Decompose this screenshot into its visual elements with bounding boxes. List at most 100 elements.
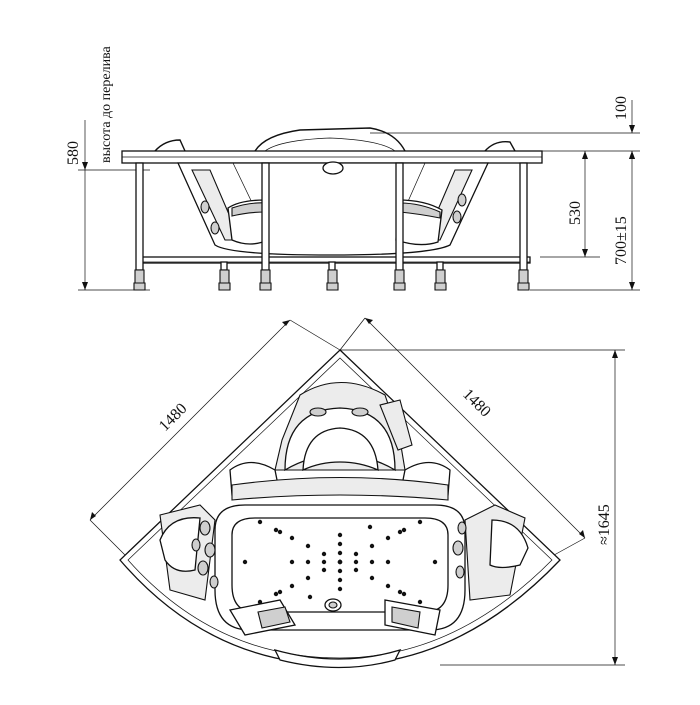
- air-jet-dot: [289, 559, 295, 565]
- control-panel: [379, 399, 413, 451]
- dim-line-side-left: [89, 319, 291, 521]
- frame-leg: [436, 261, 444, 271]
- hydro-jet: [197, 560, 209, 576]
- air-jet-dot: [242, 559, 248, 565]
- side-jet: [452, 210, 462, 224]
- air-jet-dot: [321, 551, 327, 557]
- air-jet-dot: [385, 535, 391, 541]
- ext-line-apex-right: [339, 317, 366, 351]
- label-diagonal: ≈1645: [596, 504, 613, 545]
- side-view: 580 высота до перелива 100 530 700±15: [65, 46, 640, 291]
- air-jet-dot: [337, 586, 343, 592]
- hydro-jet: [191, 538, 201, 552]
- drain-center: [328, 601, 338, 609]
- foot: [393, 269, 406, 291]
- air-jet-dot: [385, 583, 391, 589]
- air-jet-dot: [369, 575, 375, 581]
- overflow-drain: [322, 161, 344, 175]
- backrest-arch-inner: [302, 427, 379, 472]
- label-overflow-height: высота до перелива: [99, 46, 114, 163]
- headrest-left: [154, 139, 186, 152]
- air-jet-dot: [337, 541, 343, 547]
- dome-outline: [254, 127, 406, 152]
- wing-left-armrest: [159, 517, 201, 572]
- tub-outer-inner: [127, 357, 553, 659]
- air-jet-dot: [307, 594, 313, 600]
- front-handle: [273, 648, 402, 669]
- foot: [326, 269, 339, 291]
- dim-line-side-right: [364, 317, 586, 539]
- foot: [434, 269, 447, 291]
- hydro-jet: [452, 540, 464, 556]
- air-jet-dot: [367, 524, 373, 530]
- air-jet-dot: [397, 589, 403, 595]
- air-jet-dot: [257, 519, 263, 525]
- bathing-well-floor: [231, 517, 449, 613]
- side-jet: [210, 221, 220, 235]
- air-jet-dot: [385, 559, 391, 565]
- adjustable-feet: [133, 269, 530, 291]
- dome-inner: [264, 137, 396, 152]
- air-jets: [242, 519, 438, 605]
- frame-legs: [135, 162, 528, 271]
- label-530: 530: [567, 201, 584, 225]
- label-580: 580: [65, 141, 82, 165]
- air-jet-dot: [401, 591, 407, 597]
- seat-ledge: [231, 476, 449, 501]
- air-jet-dot: [273, 591, 279, 597]
- foot: [218, 269, 231, 291]
- frame-leg: [220, 261, 228, 271]
- air-jet-dot: [289, 535, 295, 541]
- label-700: 700±15: [613, 216, 630, 265]
- air-jet-dot: [277, 529, 283, 535]
- air-jet-dot: [337, 568, 343, 574]
- air-jet-dot: [369, 559, 375, 565]
- hydro-jet: [209, 575, 219, 589]
- frame-leg: [328, 261, 336, 271]
- air-jet-dot: [369, 543, 375, 549]
- foot: [259, 269, 272, 291]
- air-jet-dot: [321, 567, 327, 573]
- air-jet-dot: [337, 559, 343, 565]
- label-side-right: 1480: [459, 386, 494, 421]
- top-view: 1480 1480 ≈1645: [89, 317, 625, 669]
- side-jet: [200, 200, 210, 214]
- headrest-pillow-left: [309, 407, 327, 417]
- air-jet-dot: [397, 529, 403, 535]
- air-jet-dot: [337, 577, 343, 583]
- air-jet-dot: [289, 583, 295, 589]
- side-jet: [457, 193, 467, 207]
- air-jet-dot: [417, 599, 423, 605]
- air-jet-dot: [337, 532, 343, 538]
- air-jet-dot: [353, 551, 359, 557]
- arrow-100: [629, 125, 635, 159]
- ext-line-left-end: [89, 519, 131, 561]
- frame-leg: [261, 162, 270, 271]
- hydro-jets: [191, 520, 467, 589]
- seat-right-shade: [399, 202, 441, 219]
- air-jet-dot: [257, 599, 263, 605]
- wing-right-armrest: [489, 519, 529, 569]
- frame-leg: [135, 162, 144, 271]
- air-jet-dot: [432, 559, 438, 565]
- foot: [517, 269, 530, 291]
- air-jet-dot: [353, 559, 359, 565]
- hydro-jet: [199, 520, 211, 536]
- headrest-pillow-right: [351, 407, 369, 417]
- air-jet-dot: [321, 559, 327, 565]
- frame-leg: [519, 162, 528, 271]
- seat-front-right-cushion: [391, 606, 421, 629]
- air-jet-dot: [353, 567, 359, 573]
- label-100: 100: [613, 96, 630, 120]
- air-jet-dot: [337, 550, 343, 556]
- ext-line-apex-left: [289, 319, 341, 351]
- hydro-jet: [457, 521, 467, 535]
- foot: [133, 269, 146, 291]
- air-jet-dot: [417, 519, 423, 525]
- headrest-right: [484, 141, 516, 152]
- air-jet-dot: [305, 543, 311, 549]
- frame-leg: [395, 162, 404, 271]
- air-jet-dot: [273, 527, 279, 533]
- air-jet-dot: [277, 589, 283, 595]
